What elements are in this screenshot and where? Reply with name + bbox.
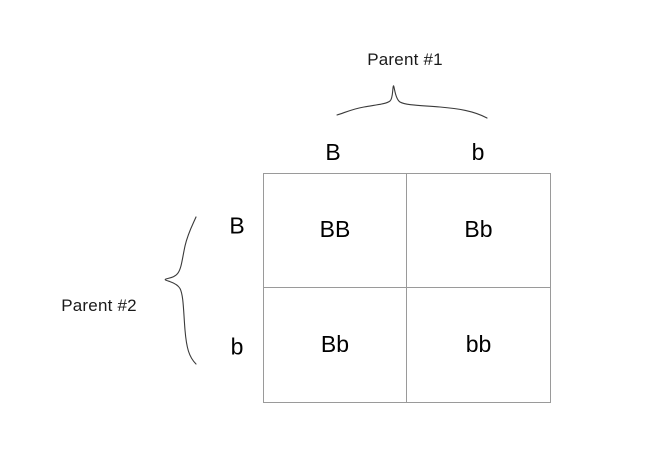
punnett-grid: BB Bb Bb bb <box>263 173 551 403</box>
grid-cell-text: Bb <box>464 216 493 242</box>
parent1-label-container: Parent #1 <box>367 50 443 70</box>
grid-cell-text: bb <box>465 330 492 357</box>
grid-cell-row2-col1: Bb <box>264 288 407 402</box>
grid-cell-row2-col2: bb <box>407 288 550 402</box>
grid-cell-row1-col2: Bb <box>407 174 550 288</box>
row-header-allele-1: B <box>229 212 245 239</box>
parent1-label: Parent #1 <box>367 50 443 69</box>
grid-cell-text: BB <box>319 216 351 242</box>
column-header-allele-1: B <box>325 139 341 165</box>
parent2-label: Parent #2 <box>61 296 137 315</box>
row-header-allele-2: b <box>230 333 244 360</box>
parent2-label-container: Parent #2 <box>61 296 137 316</box>
parent1-brace-icon <box>336 85 488 119</box>
grid-cell-text: Bb <box>320 330 350 357</box>
parent2-brace-icon <box>164 216 197 365</box>
column-header-allele-2: b <box>471 139 485 165</box>
grid-cell-row1-col1: BB <box>264 174 407 288</box>
